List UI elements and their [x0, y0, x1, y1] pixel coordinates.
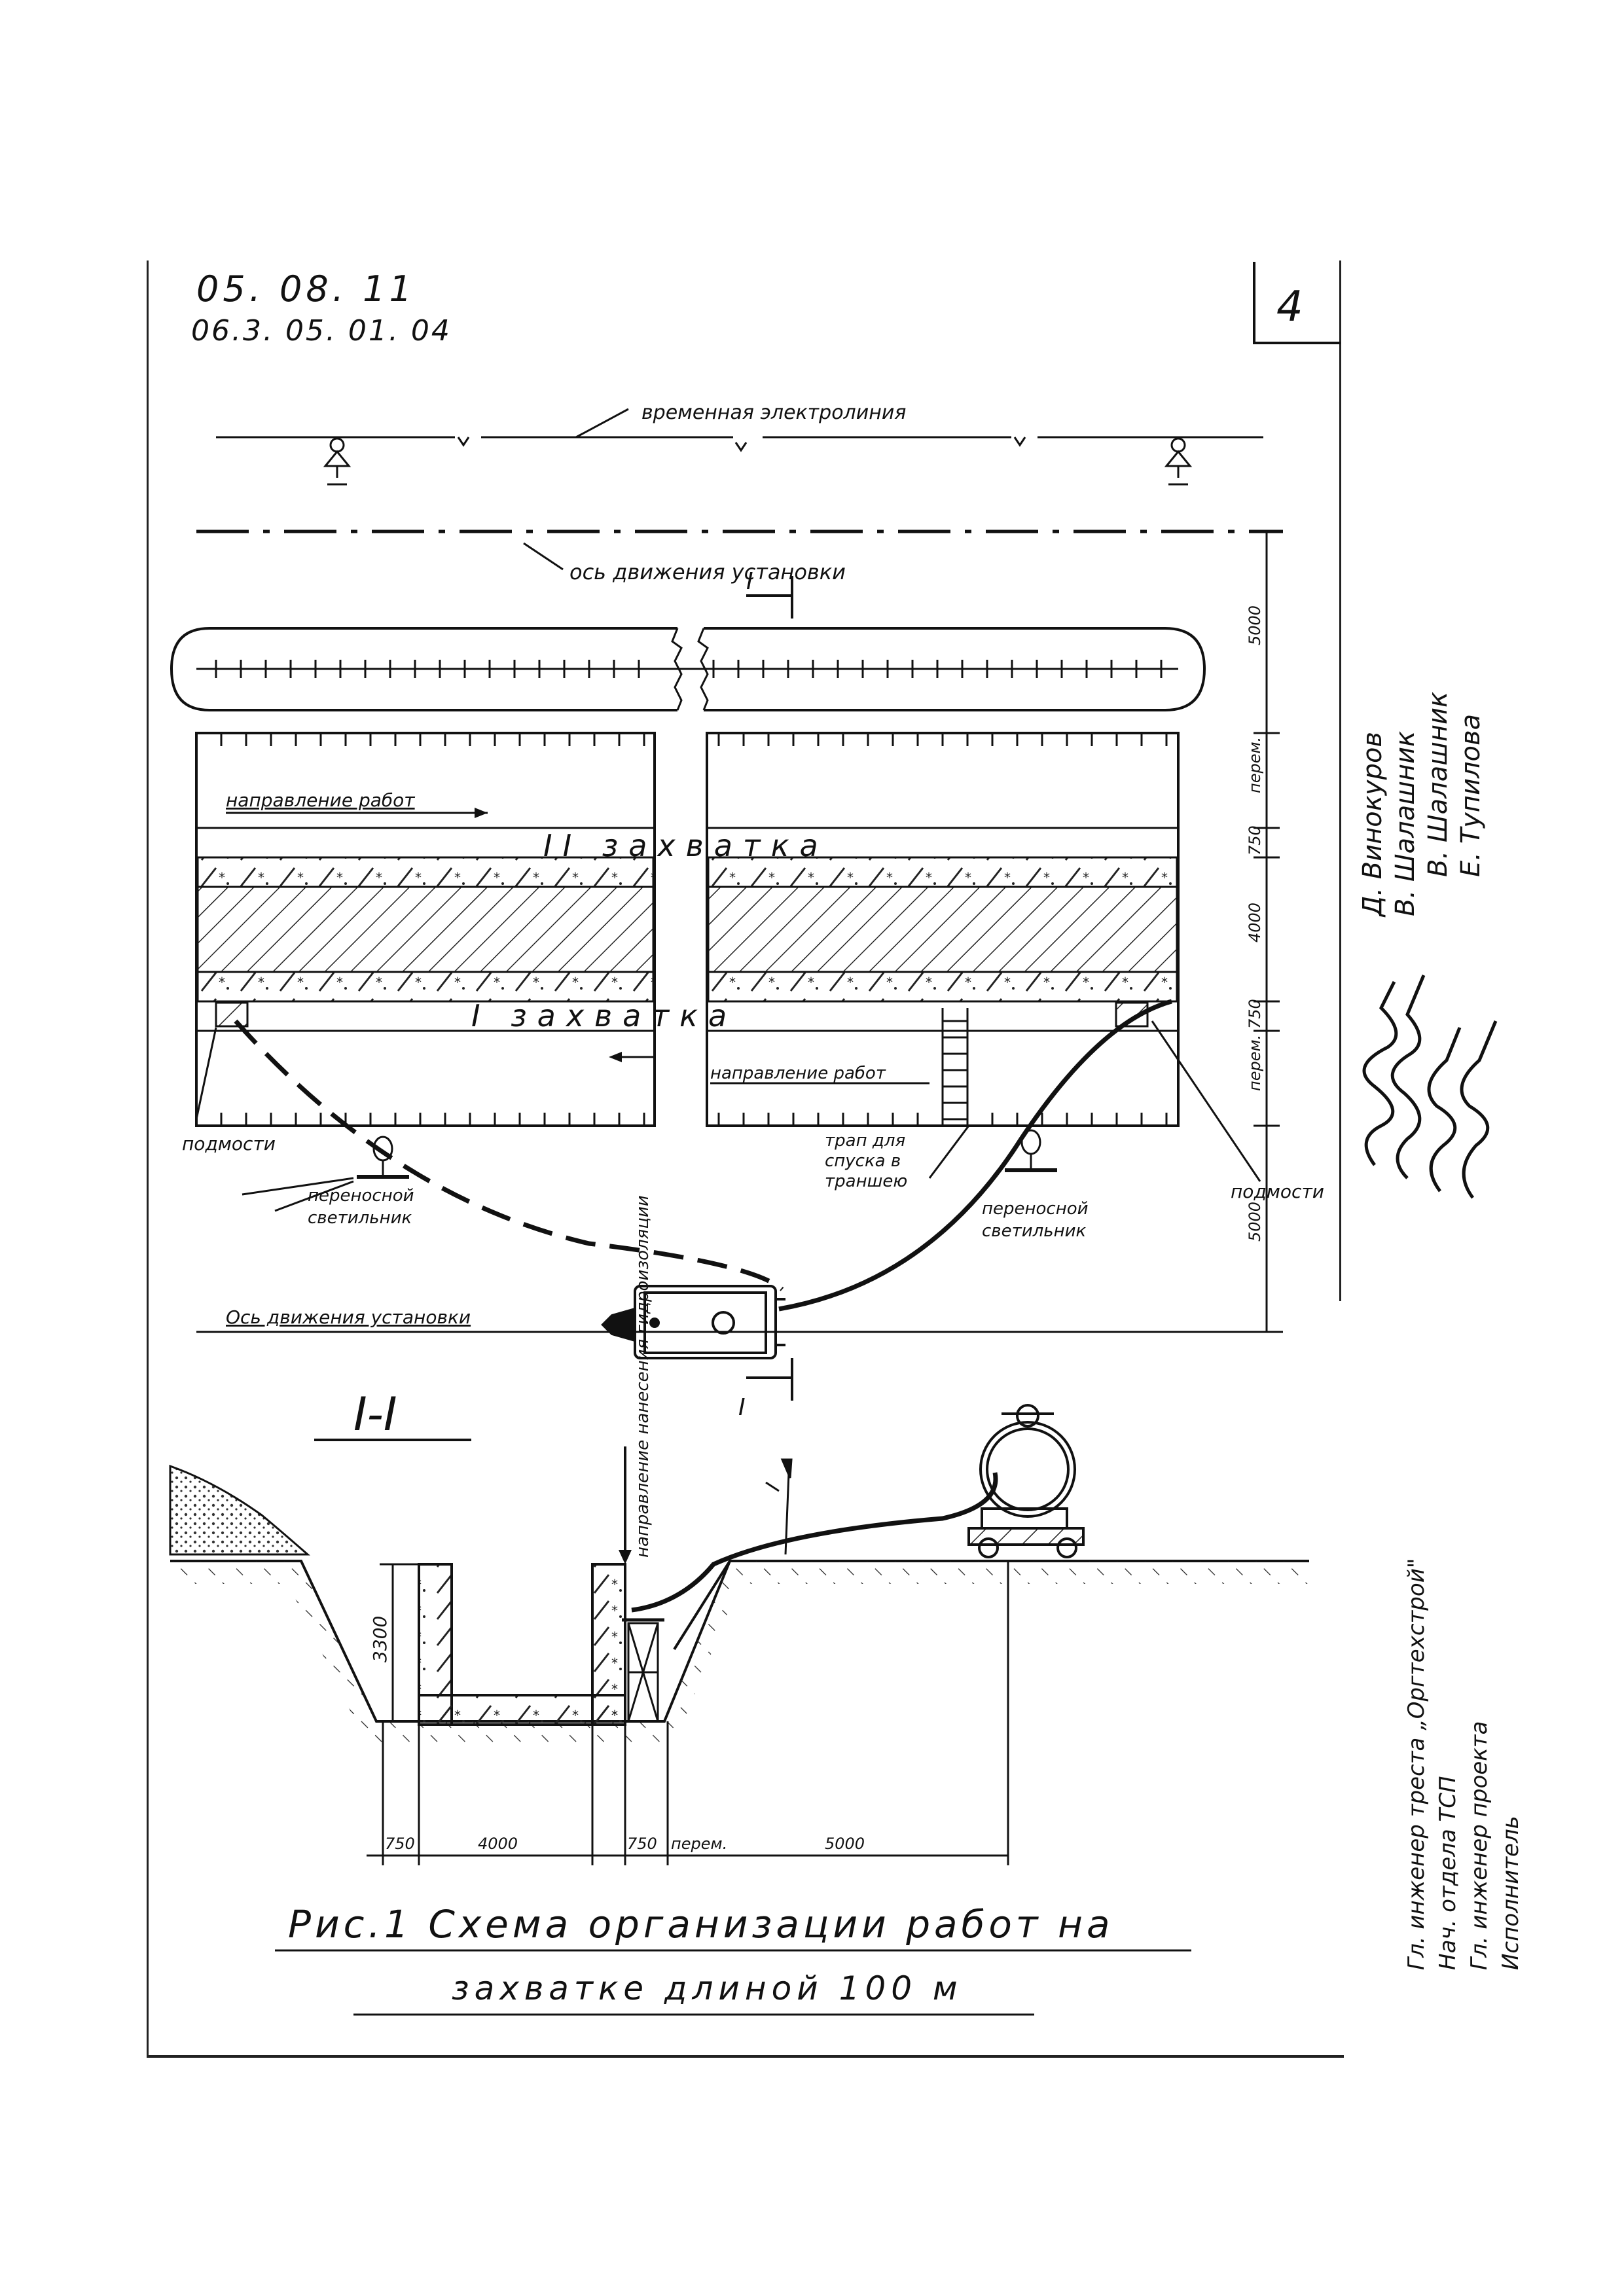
ground-line — [170, 1560, 1309, 1723]
drawing-frame — [147, 260, 1344, 2058]
ladder-label: трап для спуска в траншею — [825, 1131, 908, 1191]
lamp-icon — [323, 437, 352, 486]
zone2-label: II захватка — [543, 828, 829, 863]
document-code-2: 06.3. 05. 01. 04 — [191, 314, 452, 348]
plan-dim-label: перем. — [1246, 737, 1264, 793]
signature-names: Д. Винокуров В. Шалашник В. Шалашник Е. … — [1358, 692, 1486, 918]
name-4: Е. Тупилова — [1456, 714, 1486, 877]
section-dim-label: 5000 — [825, 1835, 865, 1853]
document-code-1: 05. 08. 11 — [196, 268, 416, 310]
section-marker-label-bottom: I — [738, 1394, 746, 1421]
section-dimension-labels: 750 4000 750 перем. 5000 — [385, 1835, 865, 1853]
sheet-number-box — [1253, 262, 1341, 344]
signature-roles: Гл. инженер треста „Оргтехстрой" Нач. от… — [1403, 1558, 1524, 1970]
machine-icon — [601, 1285, 785, 1359]
hose-right — [778, 999, 1172, 1312]
handwritten-signatures — [1362, 975, 1498, 1199]
role-4: Исполнитель — [1498, 1816, 1524, 1970]
strip-ticks — [215, 660, 1163, 678]
role-2: Нач. отдела ТСП — [1435, 1776, 1461, 1970]
concrete-slab — [418, 1694, 626, 1726]
mat-label-right: подмости — [1231, 1181, 1324, 1202]
section-marker-top — [746, 576, 793, 619]
soil-hatch — [170, 1561, 1309, 1744]
portable-lamp-icon — [1005, 1129, 1057, 1172]
lamp-pole-icon — [765, 1458, 793, 1555]
caption-line1: Рис.1 Схема организации работ на — [288, 1902, 1114, 1946]
break-marks — [671, 628, 709, 711]
mat-label-left: подмости — [182, 1133, 276, 1155]
direction-label-right: направление работ — [710, 1064, 886, 1083]
ladder-icon — [941, 1008, 969, 1126]
plan-dim-label: 5000 — [1246, 1202, 1264, 1242]
name-1: Д. Винокуров — [1358, 732, 1388, 918]
lamp-icon — [1164, 437, 1193, 486]
hose-left — [234, 1019, 784, 1291]
caption-line2: захватке длиной 100 м — [452, 1969, 963, 2007]
portable-lamp-icon — [357, 1136, 409, 1179]
section-dim-label: 4000 — [478, 1835, 518, 1853]
plan-dimension-chain — [1254, 530, 1280, 1333]
scaffold — [622, 1618, 664, 1723]
top-axis-label: ось движения установки — [569, 560, 846, 584]
tanker-truck-icon — [967, 1404, 1085, 1558]
section-marker-bottom — [746, 1358, 793, 1401]
mat-left — [215, 1001, 249, 1028]
sheet-number: 4 — [1276, 283, 1303, 331]
lamp-label-right: переносной светильник — [982, 1199, 1089, 1241]
section-marker-label-top: I — [746, 568, 753, 595]
plan-dim-label: 5000 — [1246, 605, 1264, 645]
section-dim-label: 750 — [385, 1835, 415, 1853]
plan-dim-label: 750 — [1246, 999, 1264, 1029]
role-3: Гл. инженер проекта — [1466, 1721, 1492, 1970]
plan-dimension-labels: 5000 перем. 750 4000 750 перем. 5000 — [1246, 605, 1264, 1242]
section-dim-label: 750 — [627, 1835, 657, 1853]
section-arrow-label: направление нанесения гидроизоляции — [633, 1195, 653, 1558]
role-1: Гл. инженер треста „Оргтехстрой" — [1403, 1558, 1430, 1970]
lamp-label-left: переносной светильник — [308, 1186, 414, 1228]
plan-left-block — [195, 732, 656, 1127]
bottom-axis-label: Ось движения установки — [226, 1306, 471, 1328]
frame-right-edge — [1339, 260, 1341, 1301]
name-3: В. Шалашник — [1423, 692, 1453, 877]
section-height-dim: 3300 — [369, 1616, 391, 1662]
plan-dim-label: перем. — [1246, 1035, 1264, 1091]
section-dim-label: перем. — [671, 1835, 727, 1853]
temporary-power-line — [216, 408, 1263, 452]
section-dimension-chain — [367, 1561, 1009, 1865]
plan-dim-label: 4000 — [1246, 903, 1264, 942]
direction-label-left: направление работ — [226, 789, 415, 811]
plan-dim-label: 750 — [1246, 825, 1264, 855]
power-line-label: временная электролиния — [641, 401, 906, 424]
zone1-label: I захватка — [471, 998, 737, 1033]
section-title: I-I — [353, 1388, 397, 1441]
spoil-heap — [169, 1464, 310, 1556]
section-hose — [631, 1472, 998, 1613]
name-2: В. Шалашник — [1390, 731, 1420, 916]
pipe-strip — [170, 627, 1206, 711]
